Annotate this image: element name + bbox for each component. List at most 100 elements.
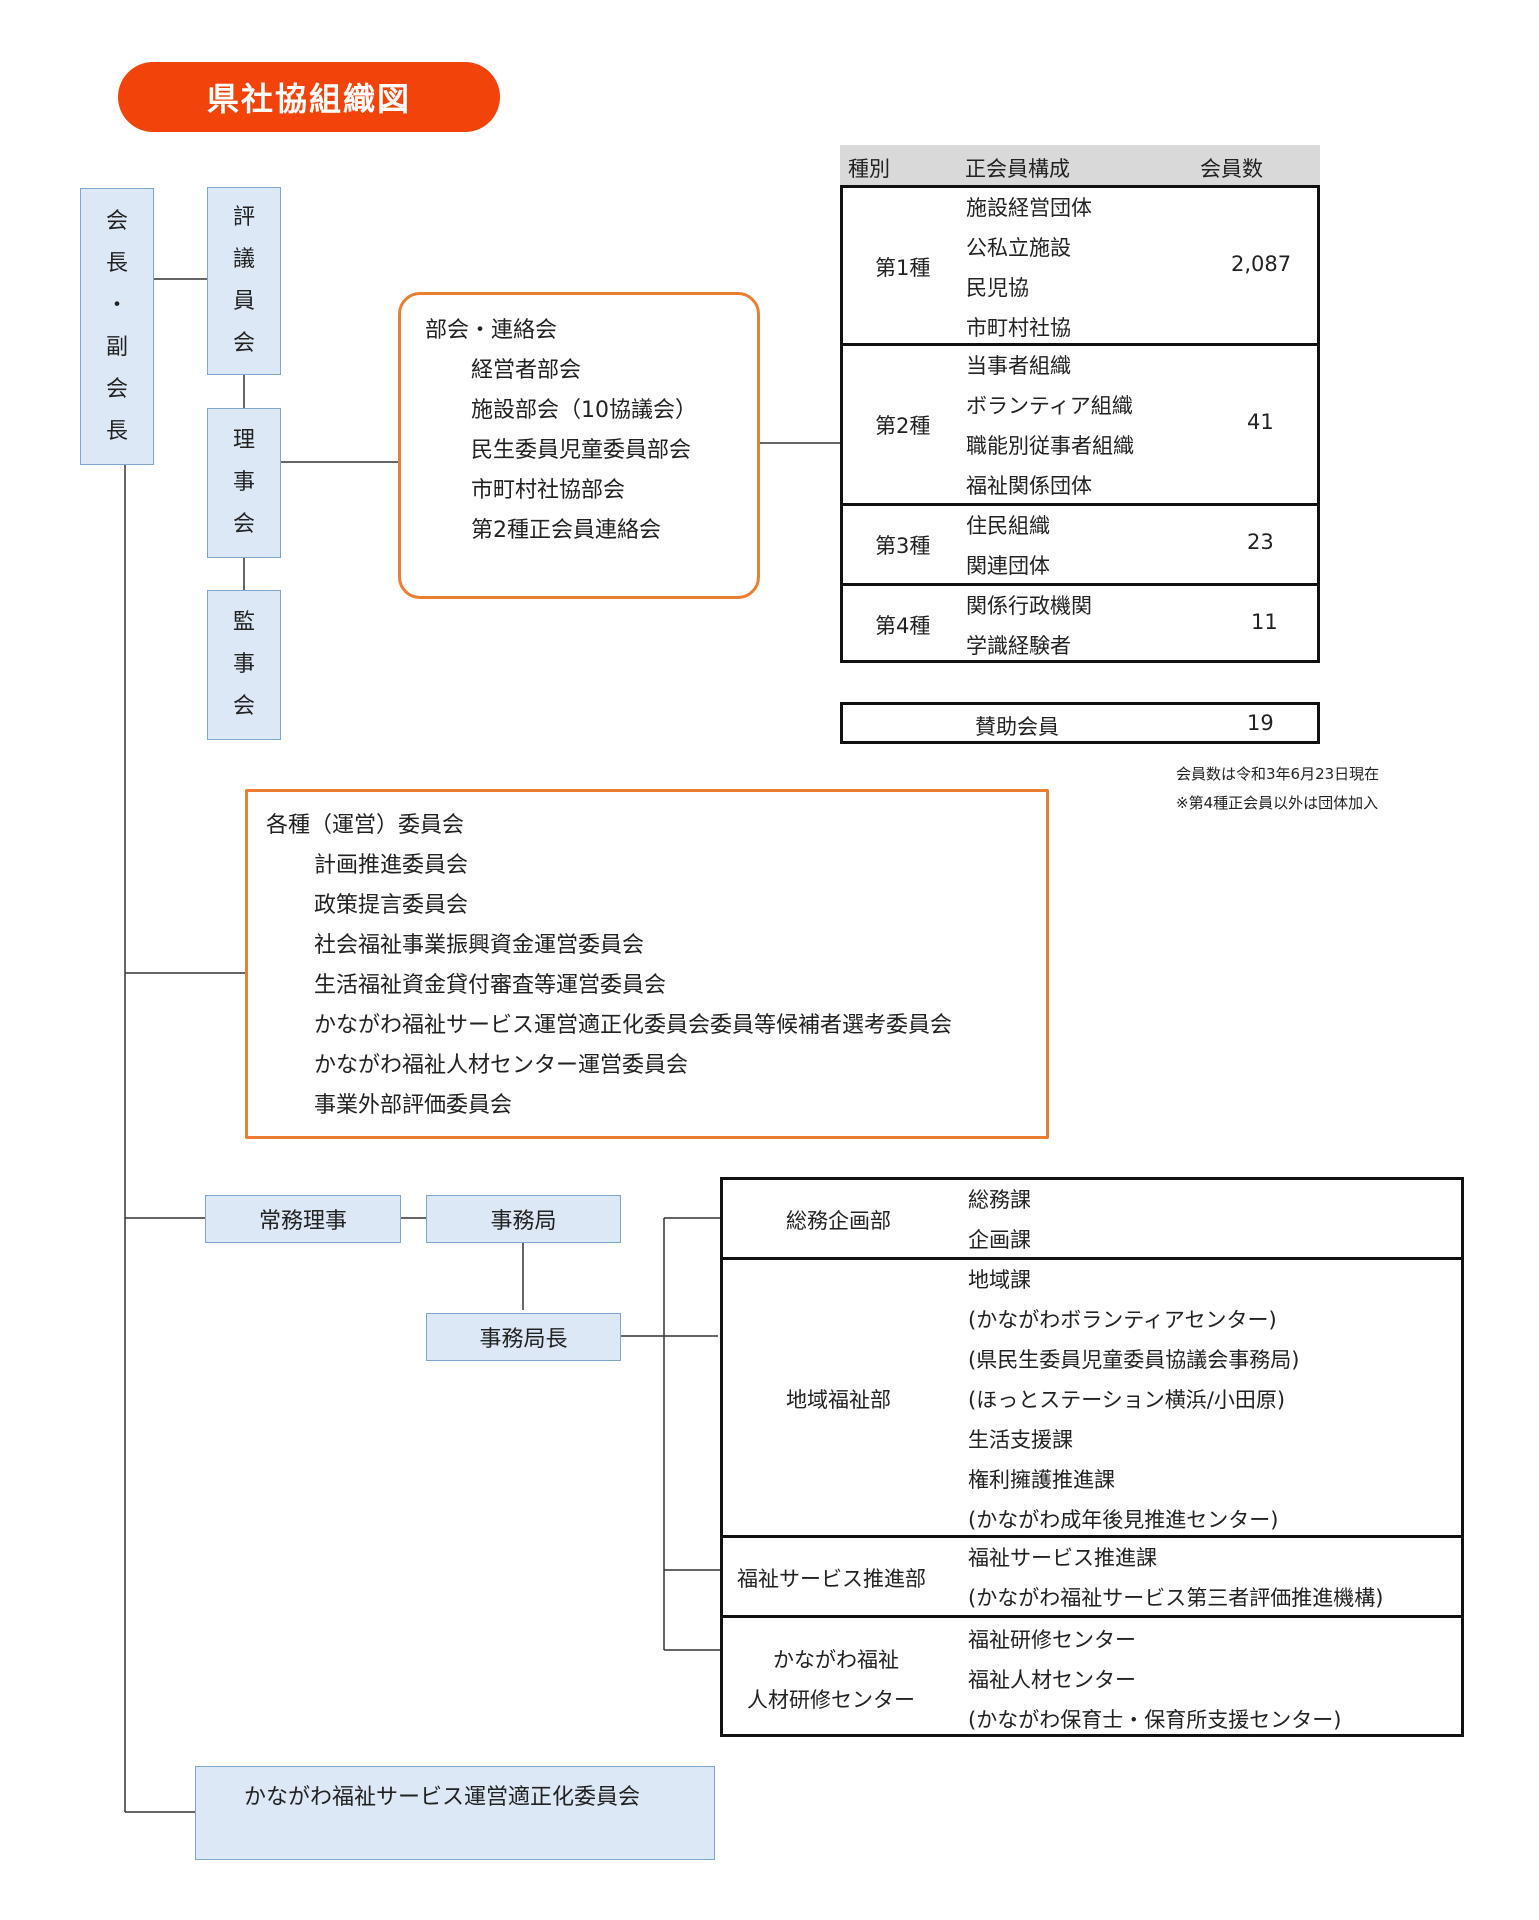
- row-count: 11: [1251, 610, 1278, 634]
- department-section: 福祉人材センター: [968, 1668, 1136, 1692]
- subcommittee-item: 施設部会（10協議会）: [471, 398, 697, 423]
- supporting-members-box: 賛助会員 19: [840, 702, 1320, 744]
- president-char: ・: [105, 292, 128, 318]
- committee-item: かながわ福祉人材センター運営委員会: [314, 1053, 689, 1078]
- committee-item: 政策提言委員会: [314, 893, 469, 918]
- department-section: (県民生委員児童委員協議会事務局): [968, 1348, 1300, 1372]
- department-section: 企画課: [968, 1228, 1031, 1252]
- auditors-char: 事: [232, 652, 255, 677]
- committee-item: 事業外部評価委員会: [314, 1093, 513, 1118]
- row-member: 施設経営団体: [966, 196, 1092, 220]
- subcommittee-item: 市町村社協部会: [471, 478, 626, 503]
- row-member: 公私立施設: [966, 236, 1071, 260]
- subcommittee-item: 民生委員児童委員部会: [471, 438, 692, 463]
- committee-item: 計画推進委員会: [314, 853, 469, 878]
- department-section: 総務課: [968, 1188, 1031, 1212]
- department-section: 権利擁護推進課: [968, 1468, 1115, 1492]
- table-row: 第1種 施設経営団体 公私立施設 民児協 市町村社協 2,087: [843, 188, 1317, 346]
- department-section: (かながわ成年後見推進センター): [968, 1508, 1279, 1532]
- auditors-char: 監: [232, 610, 255, 635]
- header-type: 種別: [848, 157, 890, 181]
- president-char: 副: [105, 334, 128, 360]
- committee-item: 社会福祉事業振興資金運営委員会: [314, 933, 645, 958]
- president-char: 会: [105, 208, 128, 234]
- council-box: 評 議 員 会: [207, 187, 281, 375]
- department-name: かながわ福祉: [773, 1648, 899, 1672]
- row-member: ボランティア組織: [966, 394, 1133, 418]
- council-char: 員: [232, 289, 255, 314]
- members-note: ※第4種正会員以外は団体加入: [1176, 794, 1379, 812]
- subcommittee-item: 経営者部会: [471, 358, 582, 383]
- auditors-box: 監 事 会: [207, 590, 281, 740]
- subcommittee-item: 第2種正会員連絡会: [471, 518, 661, 543]
- row-type: 第1種: [875, 256, 931, 280]
- supporting-label: 賛助会員: [975, 715, 1059, 739]
- department-name: 総務企画部: [786, 1209, 891, 1233]
- appropriateness-committee-box: かながわ福祉サービス運営適正化委員会: [195, 1766, 715, 1860]
- committee-item: かながわ福祉サービス運営適正化委員会委員等候補者選考委員会: [314, 1013, 953, 1038]
- board-box: 理 事 会: [207, 408, 281, 558]
- committees-box: 各種（運営）委員会 計画推進委員会 政策提言委員会 社会福祉事業振興資金運営委員…: [245, 789, 1049, 1139]
- members-note: 会員数は令和3年6月23日現在: [1176, 765, 1380, 783]
- row-member: 当事者組織: [966, 354, 1071, 378]
- president-char: 長: [105, 250, 128, 276]
- departments-table: 総務企画部 総務課 企画課 地域福祉部 地域課 (かながわボランティアセンター)…: [720, 1177, 1464, 1737]
- row-member: 関連団体: [966, 554, 1050, 578]
- row-member: 関係行政機関: [966, 594, 1092, 618]
- subcommittees-box: 部会・連絡会 経営者部会 施設部会（10協議会） 民生委員児童委員部会 市町村社…: [398, 292, 760, 599]
- secretariat-head-box: 事務局長: [426, 1313, 621, 1361]
- department-name: 地域福祉部: [786, 1388, 891, 1412]
- supporting-count: 19: [1247, 711, 1274, 735]
- header-count: 会員数: [1200, 157, 1263, 181]
- subcommittees-heading: 部会・連絡会: [425, 318, 558, 343]
- row-count: 23: [1247, 530, 1274, 554]
- council-char: 議: [232, 247, 255, 272]
- row-member: 市町村社協: [966, 316, 1071, 340]
- appropriateness-committee-label: かながわ福祉サービス運営適正化委員会: [244, 1785, 641, 1810]
- row-type: 第3種: [875, 534, 931, 558]
- row-count: 41: [1247, 410, 1274, 434]
- row-type: 第2種: [875, 414, 931, 438]
- department-section: (かながわ保育士・保育所支援センター): [968, 1708, 1342, 1732]
- members-table-header: 種別 正会員構成 会員数: [840, 145, 1320, 185]
- page-title: 県社協組織図: [118, 62, 500, 132]
- department-name: 福祉サービス推進部: [737, 1567, 926, 1591]
- council-char: 評: [232, 205, 255, 230]
- auditors-char: 会: [232, 694, 255, 719]
- department-section: 生活支援課: [968, 1428, 1073, 1452]
- department-row: 福祉サービス推進部 福祉サービス推進課 (かながわ福祉サービス第三者評価推進機構…: [723, 1538, 1461, 1618]
- department-section: (ほっとステーション横浜/小田原): [968, 1388, 1286, 1412]
- department-section: (かながわ福祉サービス第三者評価推進機構): [968, 1586, 1384, 1610]
- department-name: 人材研修センター: [747, 1688, 915, 1712]
- table-row: 第3種 住民組織 関連団体 23: [843, 506, 1317, 586]
- department-section: 福祉サービス推進課: [968, 1546, 1157, 1570]
- president-box: 会 長 ・ 副 会 長: [80, 188, 154, 465]
- committees-heading: 各種（運営）委員会: [266, 813, 465, 838]
- department-row: 地域福祉部 地域課 (かながわボランティアセンター) (県民生委員児童委員協議会…: [723, 1260, 1461, 1538]
- department-section: 地域課: [968, 1268, 1031, 1292]
- header-composition: 正会員構成: [965, 157, 1070, 181]
- row-member: 民児協: [966, 276, 1029, 300]
- president-char: 会: [105, 376, 128, 402]
- row-member: 住民組織: [966, 514, 1050, 538]
- president-char: 長: [105, 418, 128, 444]
- row-member: 学識経験者: [966, 634, 1071, 658]
- department-section: (かながわボランティアセンター): [968, 1308, 1277, 1332]
- table-row: 第4種 関係行政機関 学識経験者 11: [843, 586, 1317, 660]
- row-type: 第4種: [875, 614, 931, 638]
- members-table: 第1種 施設経営団体 公私立施設 民児協 市町村社協 2,087 第2種 当事者…: [840, 185, 1320, 663]
- board-char: 事: [232, 470, 255, 495]
- department-row: 総務企画部 総務課 企画課: [723, 1180, 1461, 1260]
- committee-item: 生活福祉資金貸付審査等運営委員会: [314, 973, 667, 998]
- row-count: 2,087: [1231, 252, 1292, 276]
- secretariat-box: 事務局: [426, 1195, 621, 1243]
- executive-director-box: 常務理事: [205, 1195, 401, 1243]
- table-row: 第2種 当事者組織 ボランティア組織 職能別従事者組織 福祉関係団体 41: [843, 346, 1317, 506]
- department-row: かながわ福祉 人材研修センター 福祉研修センター 福祉人材センター (かながわ保…: [723, 1618, 1461, 1734]
- board-char: 理: [232, 428, 255, 453]
- department-section: 福祉研修センター: [968, 1628, 1136, 1652]
- council-char: 会: [232, 331, 255, 356]
- board-char: 会: [232, 512, 255, 537]
- row-member: 職能別従事者組織: [966, 434, 1134, 458]
